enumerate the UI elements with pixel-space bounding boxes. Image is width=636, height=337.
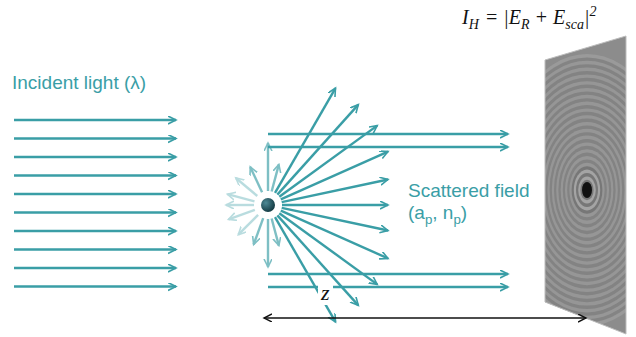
label-text: = |E [485,6,521,28]
ray [236,178,257,196]
ray [277,215,358,305]
ray [272,164,279,191]
ray [250,167,262,192]
hologram-formula: IH = |ER + Esca|2 [462,4,596,33]
ray [226,204,254,206]
ray [281,211,388,259]
distance-arrow [264,317,586,318]
label-text: Incident light (λ) [12,72,146,93]
label-text: p [453,212,460,227]
label-text: z [321,280,330,305]
ray [229,210,255,220]
label-text: R [521,17,530,32]
ray [272,219,279,246]
ray [14,137,176,139]
ray [254,218,264,244]
ray [14,174,176,176]
label-text: p [425,212,432,227]
distance-label: z [318,280,333,305]
label-text: sca [565,17,584,32]
ray [14,267,176,269]
ray [227,194,254,201]
label-text: + E [535,6,566,28]
ray [14,230,176,232]
label-text: , n [432,202,453,223]
ray [14,156,176,158]
scattered-label: Scattered field (ap, np) [408,180,538,227]
ray [238,215,258,235]
label-text: 2 [589,4,596,19]
label-text: ) [461,202,467,223]
incident-label: Incident light (λ) [12,72,146,94]
label-text: H [469,17,479,32]
label-text: I [462,6,469,28]
particle [261,198,275,212]
ray [14,193,176,195]
ray [275,217,336,322]
ray [14,211,176,213]
plane-wave-rays [268,134,508,287]
label-text: | [584,6,590,28]
ray [267,219,269,267]
ray [282,179,388,202]
ray [14,285,176,287]
ray [281,152,388,200]
ray [14,119,176,121]
ray [282,204,388,206]
ray [267,143,269,191]
ray [14,248,176,250]
incident-rays [14,120,176,287]
